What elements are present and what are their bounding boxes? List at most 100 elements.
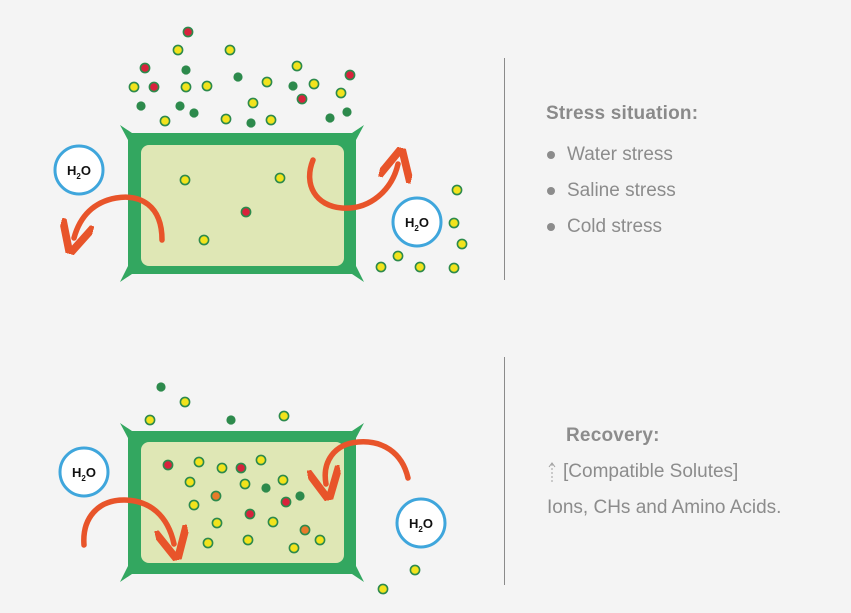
solute-dot — [139, 62, 151, 74]
stress-item: Water stress — [546, 137, 698, 173]
stress-heading: Stress situation: — [546, 103, 699, 124]
solute-dot — [211, 517, 223, 529]
water-circle — [391, 196, 443, 248]
solute-dot — [182, 26, 194, 38]
stress-item: Cold stress — [546, 209, 698, 245]
solute-dot — [175, 101, 185, 111]
solute-dot — [414, 261, 426, 273]
solute-dot — [180, 81, 192, 93]
solute-dot — [189, 108, 199, 118]
solute-dot — [456, 238, 468, 250]
solute-dot — [172, 44, 184, 56]
solute-dot — [325, 113, 335, 123]
solute-dot — [392, 250, 404, 262]
solute-dot — [198, 234, 210, 246]
solute-dot — [181, 65, 191, 75]
recovery-heading: Recovery: — [566, 425, 660, 446]
solute-dot — [220, 113, 232, 125]
solute-dot — [291, 60, 303, 72]
solute-dot — [136, 101, 146, 111]
solute-dot — [377, 583, 389, 595]
solute-dot — [274, 172, 286, 184]
water-molecule: H2O — [53, 144, 105, 196]
solute-dot — [244, 508, 256, 520]
solute-dot — [247, 97, 259, 109]
stress-item: Saline stress — [546, 173, 698, 209]
efflux-arrow-left — [74, 194, 165, 240]
solute-dot — [296, 93, 308, 105]
solute-dot — [216, 462, 228, 474]
solute-dot — [409, 564, 421, 576]
water-molecule: H2O — [58, 446, 110, 498]
recovered-cell — [120, 423, 364, 582]
solute-dot — [184, 476, 196, 488]
solute-dots — [128, 26, 468, 595]
solute-dot — [308, 78, 320, 90]
efflux-arrow-right — [306, 160, 398, 211]
influx-arrow-left — [81, 497, 174, 545]
influx-arrow-right — [325, 439, 411, 484]
stress-panel: Stress situation: Water stress Saline st… — [546, 103, 698, 245]
water-label: H2O — [72, 465, 96, 483]
solute-dot — [277, 474, 289, 486]
solute-dot — [288, 81, 298, 91]
water-label: H2O — [67, 163, 91, 181]
solute-dot — [246, 118, 256, 128]
solute-dot — [448, 217, 460, 229]
solute-dot — [144, 414, 156, 426]
cytoplasm — [141, 442, 344, 563]
solute-dot — [451, 184, 463, 196]
solute-dot — [314, 534, 326, 546]
recovery-panel: Recovery: [Compatible Solutes] Ions, CHs… — [547, 418, 781, 526]
solute-dot — [261, 76, 273, 88]
solute-dot — [235, 462, 247, 474]
solute-dot — [179, 396, 191, 408]
solute-dot — [233, 72, 243, 82]
cytoplasm — [141, 145, 344, 266]
solute-dot — [265, 114, 277, 126]
solute-dot — [240, 206, 252, 218]
solute-dot — [162, 459, 174, 471]
solute-dot — [148, 81, 160, 93]
water-molecule: H2O — [391, 196, 443, 248]
bullet-icon — [547, 151, 555, 159]
solute-dot — [261, 483, 271, 493]
water-molecule: H2O — [395, 497, 447, 549]
solute-dot — [224, 44, 236, 56]
water-flow-arrows — [74, 160, 408, 545]
recovery-detail: Ions, CHs and Amino Acids. — [547, 497, 782, 518]
solute-dot — [278, 410, 290, 422]
solute-dot — [202, 537, 214, 549]
solute-dot — [210, 490, 222, 502]
solute-dot — [239, 478, 251, 490]
solute-dot — [335, 87, 347, 99]
solute-dot — [288, 542, 300, 554]
solute-dot — [159, 115, 171, 127]
solute-dot — [242, 534, 254, 546]
solute-dot — [255, 454, 267, 466]
water-circle — [395, 497, 447, 549]
solute-dot — [299, 524, 311, 536]
solute-dot — [344, 69, 356, 81]
solute-dot — [375, 261, 387, 273]
solute-dot — [193, 456, 205, 468]
solute-dot — [188, 499, 200, 511]
solute-dot — [295, 491, 305, 501]
solute-dot — [128, 81, 140, 93]
solute-dot — [342, 107, 352, 117]
solute-dot — [179, 174, 191, 186]
solute-dot — [280, 496, 292, 508]
stressed-cell — [120, 125, 364, 282]
bullet-icon — [547, 223, 555, 231]
up-arrow-icon — [548, 462, 556, 482]
solute-dot — [448, 262, 460, 274]
water-circle — [53, 144, 105, 196]
recovery-solutes: [Compatible Solutes] — [547, 454, 781, 490]
water-circle — [58, 446, 110, 498]
water-label: H2O — [409, 516, 433, 534]
divider-line — [504, 357, 505, 585]
solute-dot — [156, 382, 166, 392]
stress-list: Water stress Saline stress Cold stress — [546, 137, 698, 245]
solute-dot — [267, 516, 279, 528]
